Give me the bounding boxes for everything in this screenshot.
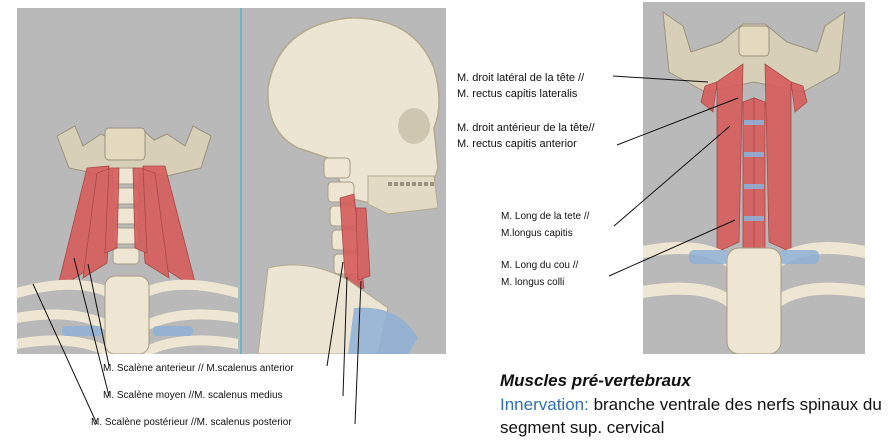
innervation-key: Innervation: — [500, 395, 589, 414]
label-longus-capitis-fr: M. Long de la tete // — [501, 211, 590, 222]
innervation-text: branche ventrale des nerfs spinaux du se… — [500, 395, 882, 437]
label-longus-capitis-la: M.longus capitis — [501, 228, 573, 239]
label-rectus-lateralis-la: M. rectus capitis lateralis — [457, 88, 578, 100]
label-rectus-lateralis-fr: M. droit latéral de la tête // — [457, 72, 585, 84]
label-rectus-anterior-la: M. rectus capitis anterior — [457, 138, 577, 150]
label-rectus-anterior: M. droit antérieur de la tête// M. rectu… — [457, 121, 595, 151]
prevertebral-view-panel — [643, 2, 865, 354]
label-longus-colli-fr: M. Long du cou // — [501, 260, 579, 271]
prevertebral-illustration — [643, 10, 865, 354]
label-longus-colli: M. Long du cou // M. longus colli — [501, 259, 578, 290]
label-rectus-lateralis: M. droit latéral de la tête // M. rectus… — [457, 71, 584, 101]
label-longus-colli-la: M. longus colli — [501, 277, 565, 288]
lateral-view-panel — [238, 8, 446, 354]
front-view-panel — [17, 8, 238, 354]
caption-title: Muscles pré-vertebraux — [500, 371, 691, 390]
front-neck-illustration — [17, 125, 238, 354]
label-longus-capitis: M. Long de la tete // M.longus capitis — [501, 210, 589, 241]
caption-innervation: Innervation: branche ventrale des nerfs … — [500, 393, 885, 439]
label-scalene-anterior: M. Scalène anterieur // M.scalenus anter… — [103, 363, 294, 374]
label-scalene-posterior: M. Scalène postérieur //M. scalenus post… — [91, 417, 292, 428]
label-rectus-anterior-fr: M. droit antérieur de la tête// — [457, 122, 595, 134]
skull-lateral-illustration — [240, 8, 440, 354]
label-scalene-medius: M. Scalène moyen //M. scalenus medius — [103, 390, 283, 401]
